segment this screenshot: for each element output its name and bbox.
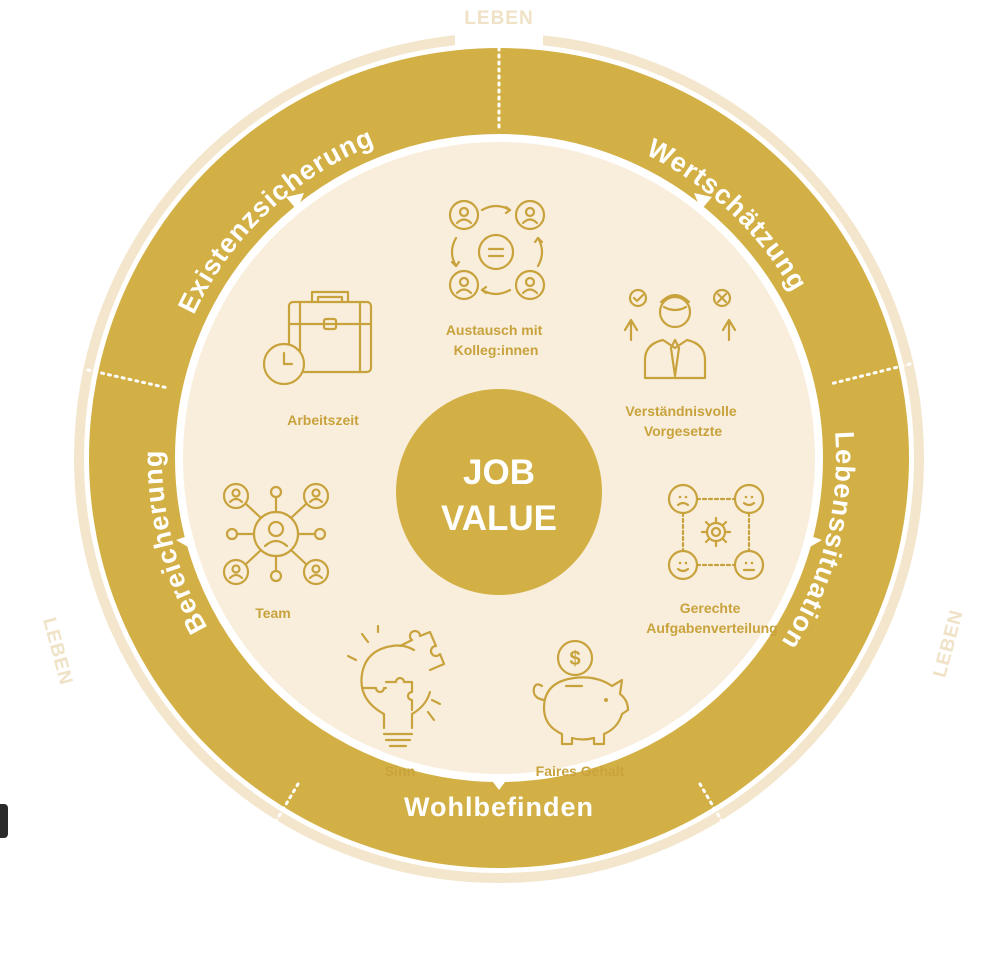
left-label-gap bbox=[20, 600, 80, 710]
people-exchange-icon bbox=[448, 199, 546, 301]
piggy-bank-icon: $ bbox=[532, 639, 630, 746]
item-label-vorgesetzte: Verständnisvolle Vorgesetzte bbox=[625, 403, 740, 439]
lightbulb-puzzle-icon bbox=[346, 624, 446, 748]
segment-label-wohlbefinden: Wohlbefinden bbox=[404, 792, 594, 822]
center-title-line2: VALUE bbox=[441, 499, 557, 538]
item-label-team: Team bbox=[255, 605, 291, 621]
task-distribution-icon bbox=[667, 483, 765, 581]
manager-decision-icon bbox=[623, 288, 737, 380]
ring-notches bbox=[176, 193, 822, 790]
leben-label-top: LEBEN bbox=[464, 8, 533, 29]
center-title-line1: JOB bbox=[463, 453, 535, 492]
item-label-austausch: Austausch mit Kolleg:innen bbox=[446, 322, 546, 358]
center-circle bbox=[396, 389, 602, 595]
item-label-gehalt: Faires Gehalt bbox=[536, 763, 625, 779]
briefcase-clock-icon bbox=[262, 290, 373, 386]
cropped-edge-fragment bbox=[0, 804, 8, 838]
team-network-icon bbox=[222, 482, 330, 586]
item-label-sinn: Sinn bbox=[385, 763, 415, 779]
svg-text:$: $ bbox=[569, 648, 580, 670]
item-label-aufgaben: Gerechte Aufgabenverteilung bbox=[646, 600, 777, 636]
segment-dividers bbox=[86, 46, 912, 854]
item-label-arbeitszeit: Arbeitszeit bbox=[287, 412, 359, 428]
right-label-gap bbox=[918, 592, 978, 702]
